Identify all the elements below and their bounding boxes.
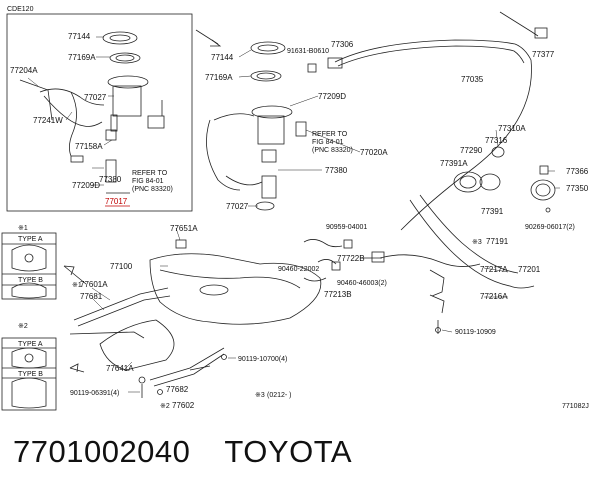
part-label: 77306 bbox=[331, 40, 354, 49]
type-a-label: TYPE A bbox=[18, 236, 43, 243]
inset-refer-note: REFER TO FIG 84-01 (PNC 83320) bbox=[132, 170, 173, 193]
part-label: 77722B bbox=[337, 254, 365, 263]
part-label: 77682 bbox=[166, 385, 189, 394]
refer-line: FIG 84-01 bbox=[312, 139, 344, 146]
part-label: 77380 bbox=[325, 166, 348, 175]
part-label: 77027 bbox=[226, 202, 249, 211]
part-label: 77191 bbox=[486, 237, 509, 246]
part-label: 90269-06017(2) bbox=[525, 224, 575, 231]
part-label: 77310A bbox=[498, 124, 526, 133]
date-note: (0212- ) bbox=[267, 392, 292, 399]
part-label: 91631-B0610 bbox=[287, 48, 329, 55]
mark-3: ※3 bbox=[472, 239, 482, 246]
type-b-label: TYPE B bbox=[18, 371, 43, 378]
type-a-label: TYPE A bbox=[18, 341, 43, 348]
part-label: 77602 bbox=[172, 401, 195, 410]
part-label: 77035 bbox=[461, 75, 484, 84]
mark-2: ※2 bbox=[160, 403, 170, 410]
part-label: 77380 bbox=[99, 175, 122, 184]
part-label: 90119-06391(4) bbox=[70, 390, 119, 397]
type-b-label: TYPE B bbox=[18, 277, 43, 284]
inset-labels: 77144 77169A 77204A 77027 77241W 77158A … bbox=[10, 32, 128, 206]
part-label: 77209D bbox=[318, 92, 346, 101]
refer-line: FIG 84-01 bbox=[132, 178, 164, 185]
type-table-text: ※1 TYPE A TYPE B ※2 TYPE A TYPE B bbox=[18, 225, 43, 378]
part-label: 77391 bbox=[481, 207, 504, 216]
part-label: 90119-10909 bbox=[455, 329, 496, 336]
type-table-1 bbox=[1, 232, 57, 300]
part-label: 90119-10700(4) bbox=[238, 356, 287, 363]
part-label: 77209D bbox=[72, 181, 100, 190]
brand-name: TOYOTA bbox=[224, 434, 353, 469]
mark-3: ※3 bbox=[255, 392, 265, 399]
type-note-2: ※2 bbox=[18, 323, 28, 330]
part-label: 77290 bbox=[460, 146, 483, 155]
part-label: 77641A bbox=[106, 364, 134, 373]
refer-line: (PNC 83320) bbox=[132, 186, 173, 193]
part-label: 77681 bbox=[80, 292, 103, 301]
part-label: 77391A bbox=[440, 159, 468, 168]
diagram-code-top: CDE120 bbox=[7, 6, 34, 13]
part-label: 77241W bbox=[33, 116, 63, 125]
diagram-marks: ※1 ※2 ※3 ※3 (0212- ) bbox=[72, 239, 482, 410]
part-label: 77100 bbox=[110, 262, 133, 271]
part-label: 77169A bbox=[68, 53, 96, 62]
part-label: 77377 bbox=[532, 50, 555, 59]
part-label: 77651A bbox=[170, 224, 198, 233]
part-label-highlighted: 77017 bbox=[105, 197, 128, 206]
part-label: 77144 bbox=[211, 53, 234, 62]
part-label: 77316 bbox=[485, 136, 508, 145]
part-label: 90959-04001 bbox=[326, 224, 367, 231]
inset-frame bbox=[6, 13, 193, 212]
refer-line: REFER TO bbox=[312, 131, 348, 138]
part-label: 77158A bbox=[75, 142, 103, 151]
type-note-1: ※1 bbox=[18, 225, 28, 232]
diagram-code-bottom: 771082J bbox=[562, 403, 589, 410]
main-labels: 77144 77169A 91631-B0610 77306 77377 770… bbox=[70, 40, 589, 410]
part-label: 77204A bbox=[10, 66, 38, 75]
part-label: 77216A bbox=[480, 292, 508, 301]
refer-line: (PNC 83320) bbox=[312, 147, 353, 154]
part-label: 77601A bbox=[80, 280, 108, 289]
part-label: 77217A bbox=[480, 265, 508, 274]
part-label: 77366 bbox=[566, 167, 589, 176]
refer-line: REFER TO bbox=[132, 170, 168, 177]
part-label: 77350 bbox=[566, 184, 589, 193]
part-label: 90460-46003(2) bbox=[337, 280, 387, 287]
type-table-2 bbox=[1, 337, 57, 411]
part-label: 77201 bbox=[518, 265, 541, 274]
part-label: 77027 bbox=[84, 93, 107, 102]
part-label: 77213B bbox=[324, 290, 352, 299]
part-number: 7701002040 bbox=[13, 434, 191, 469]
main-refer-note: REFER TO FIG 84-01 (PNC 83320) bbox=[312, 131, 353, 154]
part-label: 90460-22002 bbox=[278, 266, 319, 273]
part-label: 77020A bbox=[360, 148, 388, 157]
mark-1: ※1 bbox=[72, 282, 82, 289]
caption: 7701002040 TOYOTA bbox=[13, 434, 352, 470]
part-label: 77144 bbox=[68, 32, 91, 41]
part-label: 77169A bbox=[205, 73, 233, 82]
